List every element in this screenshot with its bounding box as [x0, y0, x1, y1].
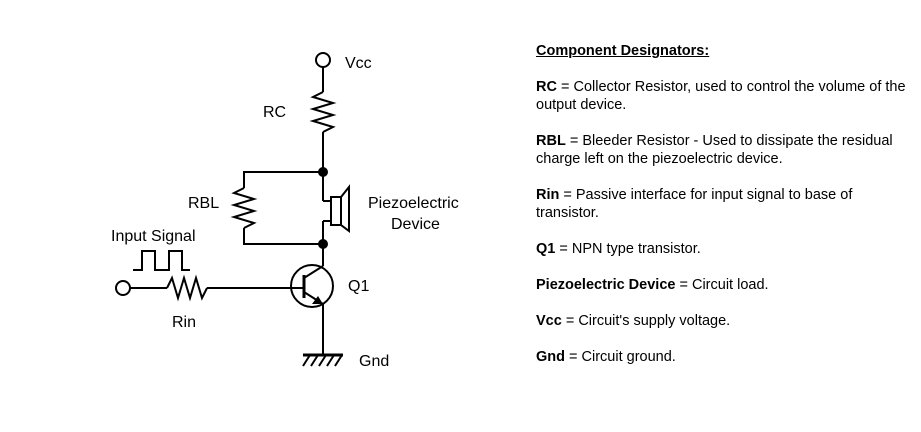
- legend-desc: = Collector Resistor, used to control th…: [536, 79, 906, 113]
- piezo-label-line1: Piezoelectric: [368, 195, 459, 212]
- legend-item-gnd: Gnd = Circuit ground.: [536, 348, 906, 366]
- legend-desc: = Circuit load.: [675, 277, 769, 293]
- legend-title: Component Designators:: [536, 43, 710, 59]
- gnd-hatch: [334, 354, 343, 367]
- gnd-label: Gnd: [359, 353, 389, 370]
- rbl-label: RBL: [188, 195, 219, 212]
- gnd-hatch: [318, 354, 327, 367]
- rc-resistor: [309, 91, 337, 133]
- legend-term: Piezoelectric Device: [536, 277, 676, 293]
- q1-emitter-arrow: [312, 296, 323, 304]
- wire-rbl-top: [243, 171, 323, 188]
- circuit-schematic: Vcc RC RBL Piezoelectric Device Q1 Rin I…: [111, 52, 459, 370]
- gnd-hatch: [302, 354, 311, 367]
- legend-term: RC: [536, 79, 557, 95]
- q1-label: Q1: [348, 278, 369, 295]
- gnd-hatch: [310, 354, 319, 367]
- input-terminal: [115, 280, 131, 296]
- legend-item-q1: Q1 = NPN type transistor.: [536, 240, 906, 258]
- vcc-terminal: [315, 52, 331, 68]
- input-pulse-icon: [133, 250, 190, 271]
- legend-term: Rin: [536, 187, 560, 203]
- legend-item-vcc: Vcc = Circuit's supply voltage.: [536, 312, 906, 330]
- vcc-label: Vcc: [345, 55, 372, 72]
- legend-item-rbl: RBL = Bleeder Resistor - Used to dissipa…: [536, 132, 906, 168]
- rin-resistor: [166, 274, 208, 302]
- legend-item-rc: RC = Collector Resistor, used to control…: [536, 78, 906, 114]
- component-legend: Component Designators: RC = Collector Re…: [536, 42, 906, 384]
- legend-desc: = Circuit ground.: [565, 349, 676, 365]
- legend-desc: = NPN type transistor.: [555, 241, 701, 257]
- legend-term: Q1: [536, 241, 556, 257]
- gnd-hatch: [326, 354, 335, 367]
- legend-term: RBL: [536, 133, 566, 149]
- q1-collector-lead: [303, 265, 324, 279]
- input-signal-label: Input Signal: [111, 228, 196, 245]
- legend-term: Vcc: [536, 313, 562, 329]
- wire-rbl-bottom: [243, 228, 323, 245]
- rin-label: Rin: [172, 314, 196, 331]
- rbl-resistor: [230, 187, 258, 229]
- q1-transistor-body: [290, 264, 334, 308]
- rc-label: RC: [263, 104, 286, 121]
- legend-term: Gnd: [536, 349, 565, 365]
- piezo-speaker-cone: [340, 184, 350, 233]
- piezo-device-body: [330, 196, 342, 226]
- legend-item-piezo: Piezoelectric Device = Circuit load.: [536, 276, 906, 294]
- piezo-label-line2: Device: [391, 216, 440, 233]
- legend-item-rin: Rin = Passive interface for input signal…: [536, 186, 906, 222]
- legend-desc: = Bleeder Resistor - Used to dissipate t…: [536, 133, 893, 167]
- legend-desc: = Passive interface for input signal to …: [536, 187, 853, 221]
- legend-desc: = Circuit's supply voltage.: [561, 313, 731, 329]
